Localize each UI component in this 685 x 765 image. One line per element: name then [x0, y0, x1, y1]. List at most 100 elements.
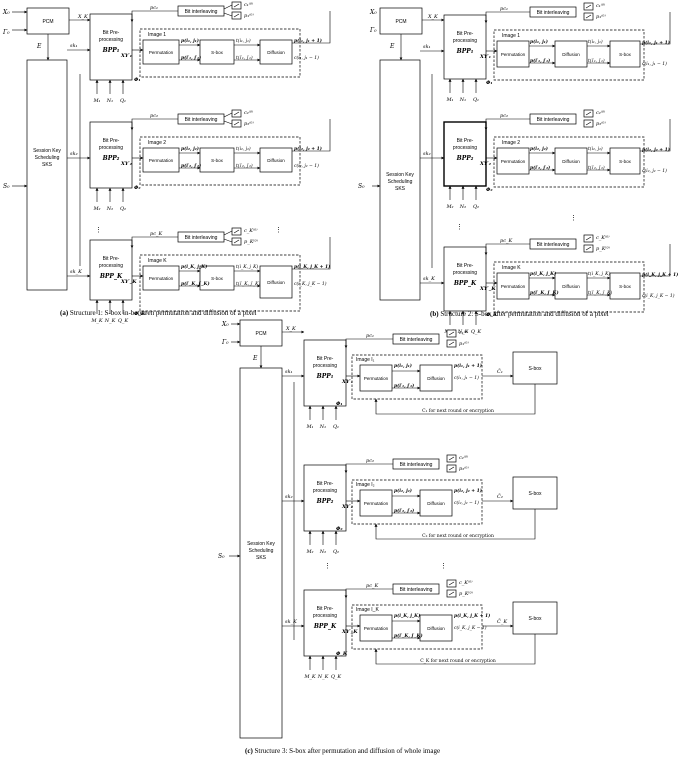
c-bpp-head: processing: [313, 613, 337, 619]
a-dim-label: N_K: [104, 318, 116, 324]
b-dim-label: N₂: [459, 204, 466, 210]
c-sks-label: SKS: [256, 555, 267, 561]
a-sbox-block-3: [199, 265, 235, 291]
b-switch-icon-lever: [585, 236, 592, 241]
a-t1-label: t(i₁, j₁): [236, 37, 251, 44]
b-diffusion-block-3: [554, 272, 588, 300]
c-c0-label: c₁⁽⁰⁾: [459, 330, 469, 336]
a-sks-label: SKS: [42, 162, 53, 168]
a-dim-label: Q₂: [120, 206, 126, 212]
b-dim-label: Q₁: [473, 97, 479, 103]
c-p0-label: p₁⁽⁰⁾: [459, 341, 469, 347]
a-sk-label: sk₂: [70, 151, 78, 157]
c-next-round-arrow: [374, 509, 536, 540]
caption-a: (a) Structure 1: S-box in-between permut…: [60, 309, 257, 317]
b-xy-label: XY′_K: [479, 286, 496, 292]
c-bit-interleaving-3-label: Bit interleaving: [400, 587, 433, 593]
b-switch-icon-lever: [585, 246, 592, 251]
b-pc-arrow: [484, 118, 530, 131]
c-switch-icon-lever: [448, 341, 455, 346]
a-xk-label: X_K: [77, 14, 88, 20]
c-p1-label: p(i_K, j_K): [394, 612, 420, 619]
c-sk-label: sk_K: [285, 619, 297, 625]
c-p1-label: p(i₁, j₁): [394, 362, 412, 369]
c-bpp-head: Bit Pre-: [317, 606, 334, 612]
b-o2-label: c(i₂, j₂ − 1): [642, 167, 667, 174]
b-diffusion-block-3-label: Diffusion: [562, 284, 580, 289]
a-c0-label: c_K⁽⁰⁾: [244, 228, 258, 234]
c-dots: ⋮: [324, 563, 331, 570]
c-sbox-block-3-label: S-box: [528, 616, 542, 622]
b-sbox-block-1-label: S-box: [619, 52, 632, 57]
c-diffusion-block-3: [419, 614, 453, 642]
c-sks-label: Session Key: [247, 541, 275, 547]
b-sbox-block-2-label: S-box: [619, 159, 632, 164]
a-sbox-block-2: [199, 147, 235, 173]
c-dim-label: M₂: [305, 549, 313, 555]
c-image-label: Image I₂: [356, 482, 375, 488]
c-sbox-block-1: [512, 351, 558, 385]
a-switch-link: [223, 238, 233, 243]
a-image-label: Image 2: [148, 140, 166, 146]
a-sk-label: sk_K: [70, 269, 82, 275]
a-dots: ⋮: [95, 227, 102, 234]
b-sks-block: [379, 59, 421, 301]
b-sk-label: sk₁: [423, 44, 431, 50]
a-dim-label: M₁: [92, 98, 100, 104]
b-dim-label: M₂: [445, 204, 453, 210]
b-t1-label: t(i₂, j₂): [588, 145, 603, 152]
b-bpp-block-2: [443, 121, 487, 187]
b-loop-line: [640, 119, 671, 152]
a-pcm-block: [26, 7, 70, 35]
a-bpp-name: BPP₁: [102, 47, 120, 54]
b-o2-label: c(i_K, j_K − 1): [642, 292, 675, 299]
b-pcm-block-label: PCM: [395, 19, 406, 25]
c-bit-interleaving-1-label: Bit interleaving: [400, 337, 433, 343]
a-phi-label: Φ₂: [134, 185, 141, 191]
b-c0-label: c₂⁽⁰⁾: [596, 110, 606, 116]
a-bit-interleaving-2-label: Bit interleaving: [185, 117, 218, 123]
c-bpp-head: processing: [313, 363, 337, 369]
c-pcm-block-label: PCM: [255, 331, 266, 337]
c-xk-label: X_K: [285, 326, 296, 332]
b-t2-label: t(i′₂, j′₂): [588, 164, 605, 171]
a-permutation-block-1: [142, 39, 180, 65]
b-bpp-name: BPP_K: [453, 280, 477, 287]
a-diffusion-block-1: [259, 39, 293, 65]
c-switch-icon-lever: [448, 581, 455, 586]
b-dim-label: M₁: [445, 97, 453, 103]
b-dim-label: N₁: [459, 97, 466, 103]
b-e-label: E: [389, 43, 395, 50]
c-dim-label: N_K: [317, 674, 329, 680]
a-p0-label: p₁⁽⁰⁾: [244, 13, 254, 19]
b-o1-label: p(i_K, j_K + 1): [642, 271, 678, 278]
b-dim-label: Q₂: [473, 204, 479, 210]
b-permutation-block-2-label: Permutation: [501, 159, 526, 164]
c-pc-arrow: [344, 463, 393, 474]
a-pc-label: pc_K: [150, 231, 163, 237]
c-image-label: Image I₁: [356, 357, 375, 363]
b-sks-label: Scheduling: [388, 179, 413, 185]
c-next-round-arrow: [374, 634, 536, 665]
a-dim-label: Q_K: [118, 318, 129, 324]
c-diffusion-block-2: [419, 489, 453, 517]
a-dim-label: M_K: [90, 318, 103, 324]
b-image-label: Image K: [502, 265, 521, 271]
c-phi-label: Φ₂: [336, 526, 343, 532]
c-next-round-label: C_K for next round or encryption: [420, 658, 496, 664]
a-permutation-block-1-label: Permutation: [149, 50, 174, 55]
c-ct-label: C̃₂: [497, 493, 503, 500]
c-o2-label: c(i₁, j₁ − 1): [454, 374, 479, 381]
c-p2-label: p(i′_K, j′_K): [394, 632, 423, 639]
b-bpp-block-1: [443, 14, 487, 80]
a-phi-label: Φ_K: [134, 311, 146, 317]
a-pc-arrow: [130, 10, 178, 23]
b-sbox-block-3-label: S-box: [619, 284, 632, 289]
c-permutation-block-1: [359, 364, 393, 392]
c-bpp-block-3: [303, 589, 347, 657]
b-t1-label: t(i₁, j₁): [588, 38, 603, 45]
b-loop-line: [640, 12, 671, 45]
c-permutation-block-2: [359, 489, 393, 517]
c-permutation-block-1-label: Permutation: [364, 376, 389, 381]
a-p1-label: p(i_K, j_K): [181, 263, 207, 270]
